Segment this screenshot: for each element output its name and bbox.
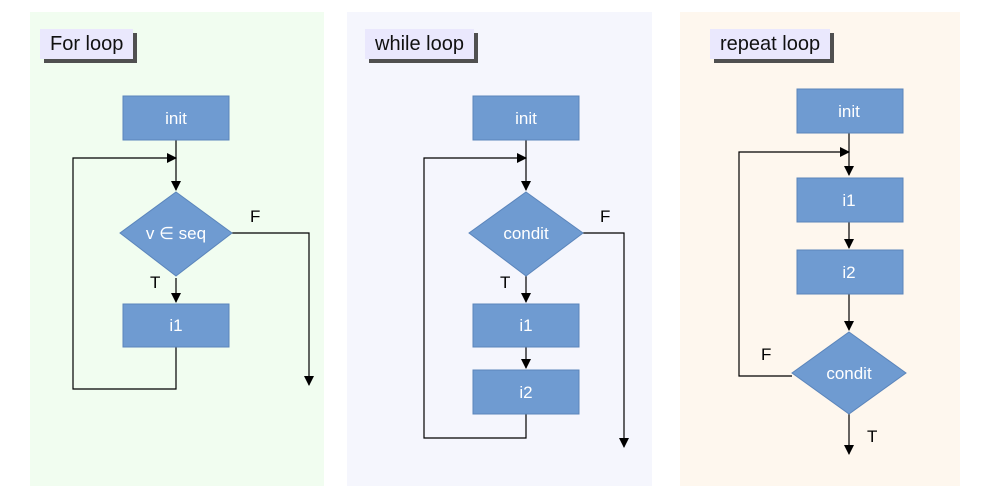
repeat-false-back-edge [738, 147, 850, 377]
for-i1-node [122, 303, 230, 348]
while-false-exit-edge [583, 232, 629, 448]
repeat-i1-node [796, 177, 904, 223]
repeat-true-label: T [867, 427, 877, 446]
for-init-label: init [165, 109, 187, 128]
repeat-condition-label: condit [826, 364, 872, 383]
repeat-condition-node [791, 331, 907, 415]
for-loop-back-edge [72, 153, 177, 390]
for-false-exit-edge [232, 232, 314, 386]
for-condition-label: v ∈ seq [146, 224, 206, 243]
while-i2-label: i2 [519, 383, 532, 402]
for-init-node [122, 95, 230, 141]
while-false-label: F [600, 207, 610, 226]
while-init-label: init [515, 109, 537, 128]
repeat-init-label: init [838, 102, 860, 121]
repeat-init-node [796, 88, 904, 134]
repeat-i2-node [796, 249, 904, 295]
while-loop-title: while loop [365, 29, 474, 59]
while-true-label: T [500, 273, 510, 292]
while-init-node [472, 95, 580, 141]
for-i1-label: i1 [169, 316, 182, 335]
for-false-label: F [250, 207, 260, 226]
repeat-loop-title: repeat loop [710, 29, 831, 59]
while-i1-label: i1 [519, 316, 532, 335]
repeat-i2-label: i2 [842, 263, 855, 282]
while-loop-back-edge [423, 153, 527, 439]
while-condition-node [468, 191, 584, 277]
for-loop-title: For loop [40, 29, 134, 59]
for-true-label: T [150, 273, 160, 292]
repeat-i1-label: i1 [842, 191, 855, 210]
for-condition-node [119, 191, 233, 277]
while-i2-node [472, 369, 580, 415]
repeat-false-label: F [761, 345, 771, 364]
while-condition-label: condit [503, 224, 549, 243]
while-i1-node [472, 303, 580, 348]
